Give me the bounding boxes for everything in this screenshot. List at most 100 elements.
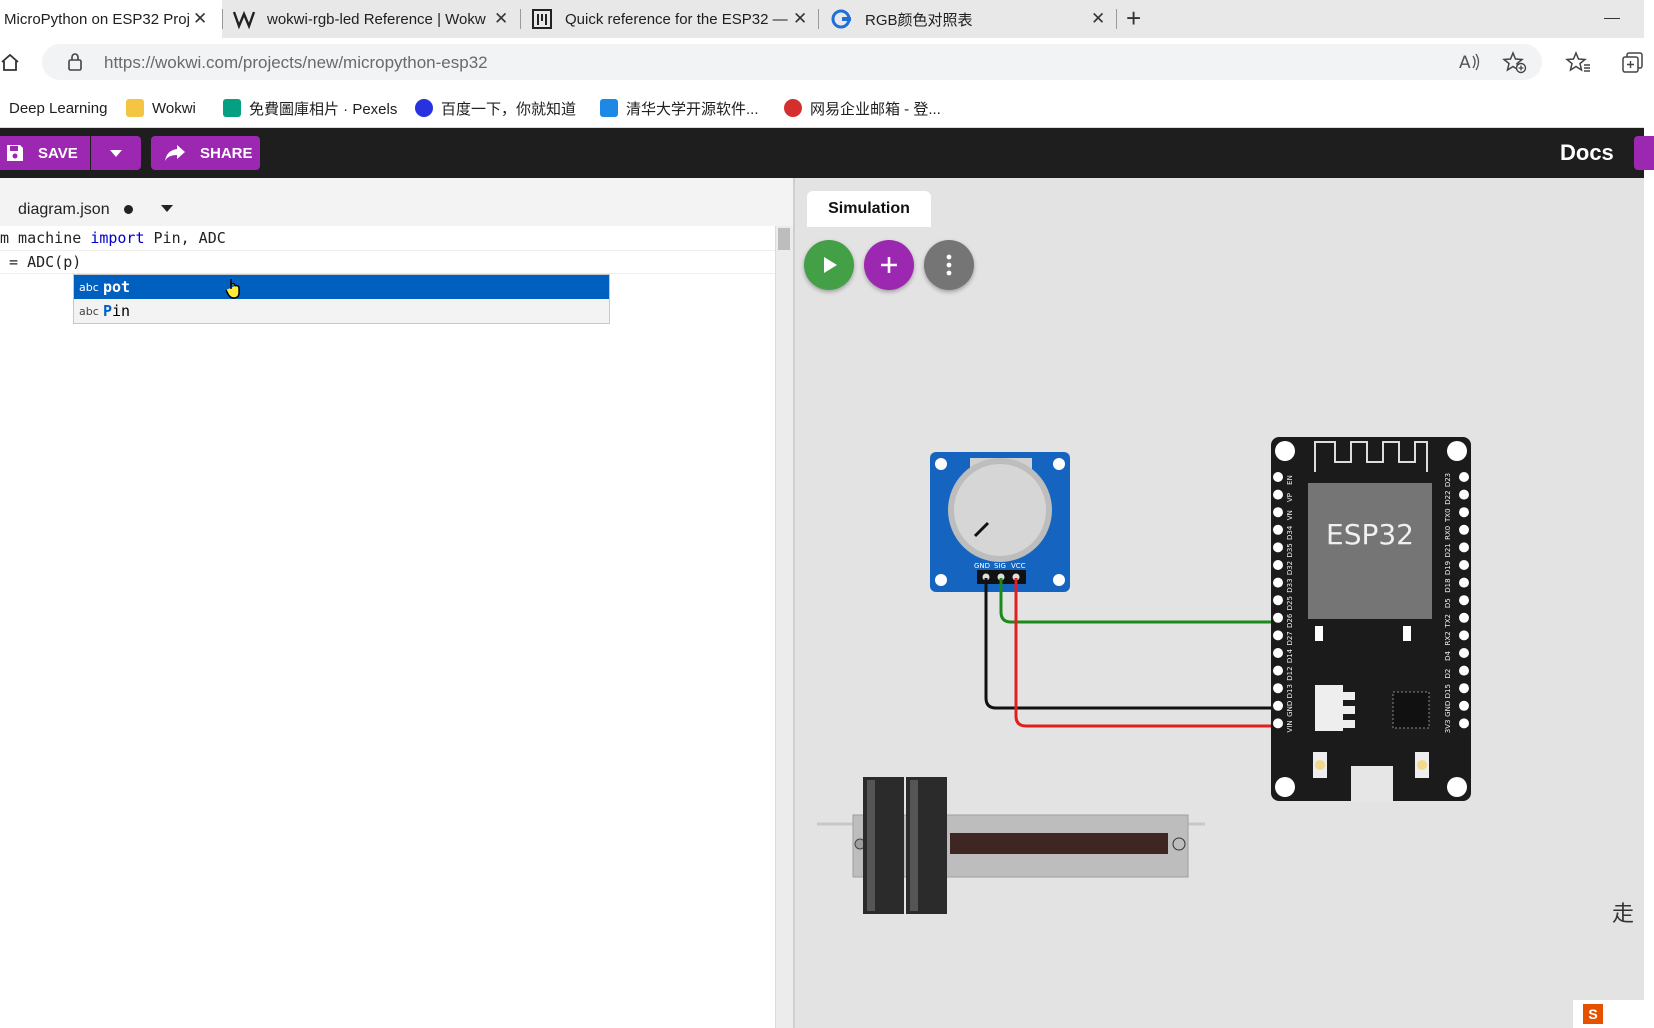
esp32-pin-right-d19-hole[interactable] [1459,560,1469,570]
esp32-pin-left-d13-hole[interactable] [1273,683,1283,694]
panel-divider[interactable] [793,178,795,1028]
add-part-button[interactable] [864,240,914,290]
close-icon[interactable]: ✕ [793,9,808,28]
file-tab-diagram-json[interactable]: diagram.json [18,201,110,218]
favorites-icon[interactable] [1565,51,1591,73]
esp32-pin-right-3v3-hole[interactable] [1459,718,1469,729]
input-method-badge[interactable]: S [1573,1000,1644,1028]
esp32-pin-right-d18-hole[interactable] [1459,577,1469,588]
code-area[interactable]: m machine import Pin, ADC = ADC(p) [0,226,775,1028]
save-button[interactable]: SAVE [0,136,90,170]
esp32-pin-right-rx2-label: RX2 [1444,631,1452,645]
read-aloud-icon[interactable]: A [1459,52,1481,73]
text-kind-icon: abc [79,280,99,294]
tab-rgb-colors[interactable]: RGB颜色对照表 ✕ [819,0,1116,38]
esp32-pin-right-d4-hole[interactable] [1459,648,1469,658]
home-icon[interactable] [0,52,20,72]
esp32-pin-right-d21-hole[interactable] [1459,542,1469,553]
esp32-pin-left-gnd-hole[interactable] [1273,700,1283,711]
esp32-pin-right-gnd-hole[interactable] [1459,700,1469,711]
close-icon[interactable]: ✕ [193,9,208,28]
plus-icon [881,257,897,273]
esp32-pin-right-d4-label: D4 [1444,651,1452,661]
tab-quick-reference[interactable]: Quick reference for the ESP32 — ✕ [521,0,818,38]
potentiometer[interactable] [930,452,1070,592]
esp32-pin-left-d32-hole[interactable] [1273,560,1283,570]
bookmark-netease[interactable]: 网易企业邮箱 - 登... [784,95,941,121]
esp32-pin-left-d35-hole[interactable] [1273,542,1283,553]
start-simulation-button[interactable] [804,240,854,290]
wire-black[interactable] [984,578,1278,710]
esp32-board[interactable] [1271,437,1471,802]
share-button[interactable]: SHARE [151,136,260,170]
scrollbar-thumb[interactable] [778,228,790,250]
esp32-pin-right-d22-hole[interactable] [1459,489,1469,500]
bookmark-label: 百度一下，你就知道 [441,100,577,118]
bookmark-wokwi[interactable]: Wokwi [126,95,196,121]
more-options-button[interactable] [924,240,974,290]
collections-icon[interactable] [1622,51,1644,73]
minimize-icon[interactable] [1604,18,1620,19]
esp32-pin-right-rx2-hole[interactable] [1459,630,1469,641]
url-host: https://wokwi.com [104,53,239,72]
new-tab-icon[interactable]: + [1126,3,1142,33]
esp32-pin-left-d33-hole[interactable] [1273,577,1283,588]
esp32-pin-left-vin-hole[interactable] [1273,718,1283,729]
url-bar[interactable] [42,44,1542,80]
esp32-pin-right-d23-hole[interactable] [1459,472,1469,482]
tab-wokwi-rgb-led[interactable]: wokwi-rgb-led Reference | Wokw ✕ [223,0,520,38]
esp32-pin-right-d15-hole[interactable] [1459,683,1469,694]
tab-micropython[interactable]: MicroPython on ESP32 Proj ✕ [0,0,222,38]
account-button[interactable] [1634,136,1654,170]
overlay-note: 走 [1612,901,1635,926]
esp32-pin-right-d2-hole[interactable] [1459,665,1469,676]
slide-potentiometer[interactable] [817,777,1205,914]
bookmark-tuna[interactable]: 清华大学开源软件... [600,95,759,121]
esp32-pin-left-d14-hole[interactable] [1273,648,1283,658]
suggestion-pot[interactable]: abc pot [74,275,609,299]
tab-title: RGB颜色对照表 [865,11,973,29]
esp32-pin-left-d12-hole[interactable] [1273,665,1283,676]
esp32-pin-left-gnd-label: GND [1286,701,1294,717]
wire-green[interactable] [999,578,1278,624]
add-favorite-icon[interactable] [1502,51,1527,74]
micropython-icon [532,9,552,29]
esp32-pin-right-d22-label: D22 [1444,490,1452,504]
editor-scrollbar[interactable] [775,226,793,1028]
esp32-pin-left-d13-label: D13 [1286,684,1294,698]
folder-icon [126,99,144,117]
bookmark-pexels[interactable]: 免費圖庫相片 · Pexels [223,95,397,121]
bookmark-label: 网易企业邮箱 - 登... [810,100,941,118]
esp32-pin-left-d25-hole[interactable] [1273,595,1283,606]
esp32-pin-left-vp-hole[interactable] [1273,489,1283,500]
close-icon[interactable]: ✕ [494,9,509,28]
chevron-down-icon [110,149,122,157]
esp32-pin-right-tx2-hole[interactable] [1459,612,1469,623]
bookmark-deep-learning[interactable]: Deep Learning [9,95,107,121]
save-options-button[interactable] [91,136,141,170]
esp32-pin-left-vn-hole[interactable] [1273,507,1283,518]
esp32-pin-left-en-hole[interactable] [1273,472,1283,482]
esp32-pin-left-d34-hole[interactable] [1273,524,1283,535]
esp32-pin-left-d26-hole[interactable] [1273,612,1283,623]
wire-red[interactable] [1014,578,1278,728]
esp32-pin-left-d27-hole[interactable] [1273,630,1283,641]
esp32-pin-left-d14-label: D14 [1286,648,1294,663]
esp32-pin-right-d5-hole[interactable] [1459,595,1469,606]
suggestion-pin[interactable]: abc Pin [74,299,609,323]
code-text: Pin, ADC [144,229,226,247]
esp32-pin-left-d32-label: D32 [1286,561,1294,575]
esp32-pin-right-rx0-hole[interactable] [1459,524,1469,535]
close-icon[interactable]: ✕ [1091,9,1106,28]
tab-title: MicroPython on ESP32 Proj [4,10,190,28]
tab-title: wokwi-rgb-led Reference | Wokw [267,10,486,28]
esp32-pin-right-3v3-label: 3V3 [1444,720,1452,734]
file-menu-chevron-icon[interactable] [161,205,173,212]
tab-simulation[interactable]: Simulation [807,191,931,227]
esp32-pin-right-tx0-hole[interactable] [1459,507,1469,518]
tab-title: Quick reference for the ESP32 — [565,10,788,28]
bookmark-baidu[interactable]: 百度一下，你就知道 [415,95,576,121]
lock-icon[interactable] [67,52,83,72]
docs-link[interactable]: Docs [1560,140,1614,165]
